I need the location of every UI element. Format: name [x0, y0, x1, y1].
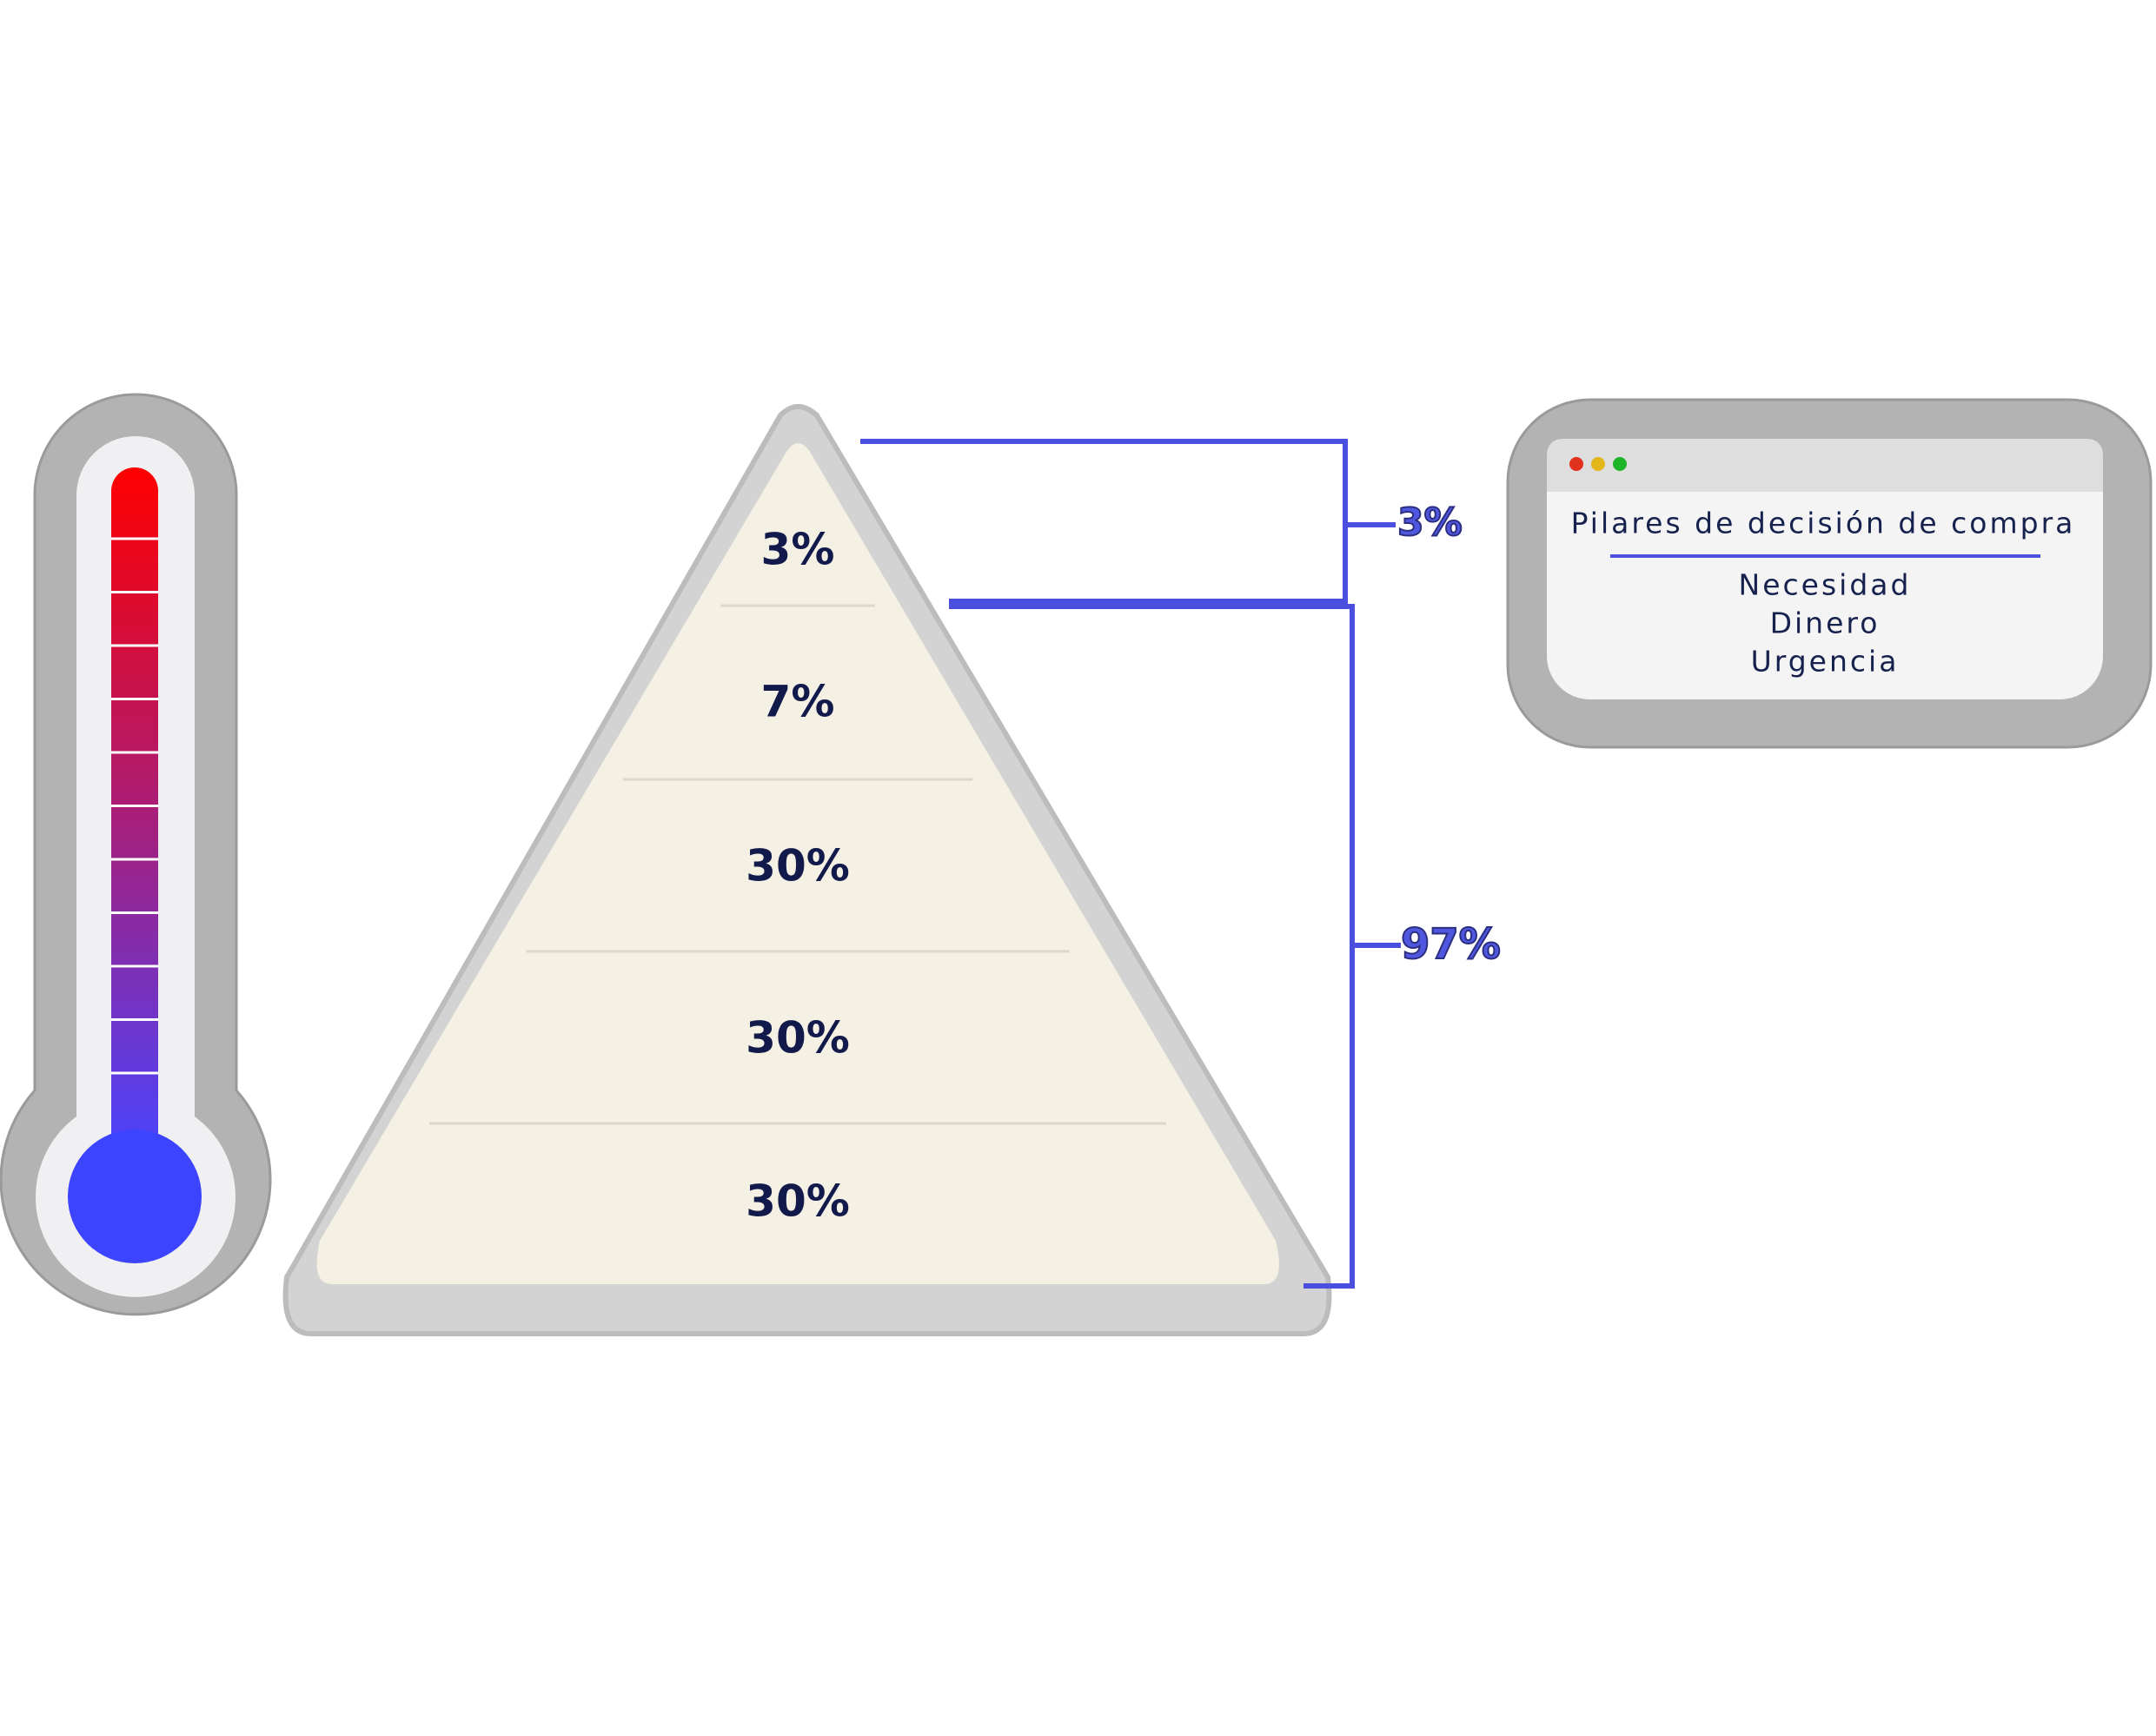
pyramid-level-label: 30% — [746, 1176, 850, 1227]
thermometer-bulb — [68, 1130, 202, 1263]
window-titlebar — [1547, 439, 2103, 492]
bracket-bottom-label: 97% — [1401, 920, 1501, 969]
thermometer-tube — [111, 467, 158, 1156]
window-item-necesidad: Necesidad — [1739, 568, 1912, 602]
window-item-urgencia: Urgencia — [1751, 645, 1900, 679]
thermometer-ticks — [111, 537, 158, 1075]
window-close-dot[interactable] — [1569, 457, 1583, 471]
thermometer — [0, 393, 272, 1316]
bracket-top-label: 3% — [1397, 500, 1463, 545]
decision-window: Pilares de decisión de compra Necesidad … — [1506, 398, 2153, 749]
window-item-dinero: Dinero — [1770, 606, 1881, 640]
window-minimize-dot[interactable] — [1591, 457, 1605, 471]
pyramid-dividers — [429, 604, 1166, 1129]
brackets — [860, 439, 1401, 1289]
pyramid-labels: 3% 7% 30% 30% 30% — [746, 525, 850, 1227]
pyramid-level-label: 30% — [746, 1013, 850, 1063]
window-maximize-dot[interactable] — [1613, 457, 1627, 471]
pyramid-level-label: 30% — [746, 841, 850, 891]
window-title: Pilares de decisión de compra — [1571, 507, 2076, 540]
window-body — [1547, 439, 2103, 699]
bracket-top-connector — [860, 439, 1348, 604]
pyramid-level-label: 7% — [761, 677, 835, 727]
pyramid-inner-frame — [316, 443, 1279, 1284]
pyramid: 3% 7% 30% 30% 30% — [282, 404, 1332, 1336]
pyramid-level-label: 3% — [761, 525, 835, 575]
